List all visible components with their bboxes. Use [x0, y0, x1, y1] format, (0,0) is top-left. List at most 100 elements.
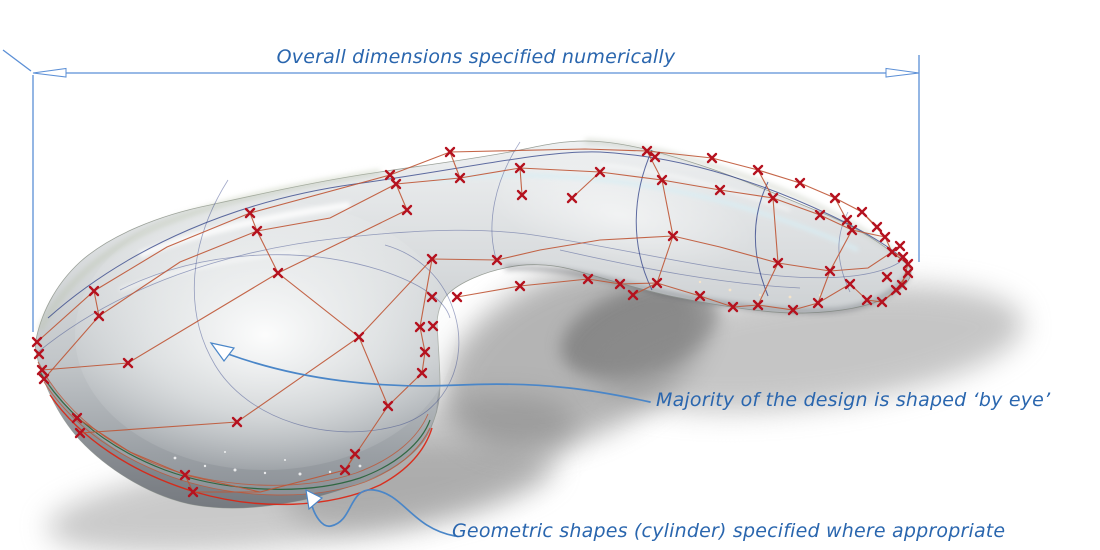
control-point-x-icon [641, 145, 653, 157]
by-eye-arrowhead-icon [209, 342, 236, 363]
control-point-x-icon [419, 346, 431, 358]
control-point-x-icon [902, 267, 914, 279]
control-point-x-icon [426, 253, 438, 265]
control-polygon-segment [93, 290, 100, 317]
control-point-x-icon [706, 152, 718, 164]
control-point-x-icon [244, 207, 256, 219]
control-polygon-segment [41, 209, 408, 371]
control-point-x-icon [752, 164, 764, 176]
control-point-x-icon [33, 348, 45, 360]
control-point-x-icon [886, 246, 898, 258]
by-eye-leader [209, 342, 651, 403]
control-point-x-icon [627, 289, 639, 301]
control-point-x-icon [414, 321, 426, 333]
control-point-x-icon [582, 273, 594, 285]
bulb-side-band [35, 345, 440, 509]
control-point-x-icon [272, 267, 284, 279]
control-polygon-segment [79, 258, 433, 434]
control-polygon-segment [449, 151, 461, 179]
control-point-x-icon [649, 151, 661, 163]
control-point-x-icon [667, 230, 679, 242]
control-point-x-icon [861, 294, 873, 306]
control-point-x-icon [856, 206, 868, 218]
control-point-x-icon [767, 192, 779, 204]
control-polygon-segment [817, 197, 853, 304]
control-point-x-icon [426, 291, 438, 303]
control-point-x-icon [514, 280, 526, 292]
control-point-x-icon [881, 271, 893, 283]
control-point-x-icon [71, 412, 83, 424]
control-point-x-icon [390, 178, 402, 190]
control-point-x-icon [454, 172, 466, 184]
control-point-x-icon [846, 224, 858, 236]
saddle-highlight [487, 156, 753, 274]
specular-streak-2 [119, 250, 301, 292]
control-point-x-icon [451, 291, 463, 303]
control-point-x-icon [752, 299, 764, 311]
dimension-annotation-graphics [2, 49, 920, 332]
control-point-x-icon [787, 304, 799, 316]
control-point-x-icon [876, 296, 888, 308]
control-point-x-icon [727, 301, 739, 313]
control-point-x-icon [694, 290, 706, 302]
control-polygon-segment [36, 148, 878, 343]
rim-control-line-2 [43, 381, 431, 496]
cylinder-arrowhead-icon [305, 488, 324, 511]
cyan-reflection-streak [429, 173, 859, 252]
control-point-x-icon [841, 214, 853, 226]
control-point-x-icon [88, 285, 100, 297]
control-point-x-icon [516, 189, 528, 201]
control-point-x-icon [122, 357, 134, 369]
control-point-x-icon [594, 166, 606, 178]
control-point-x-icon [416, 367, 428, 379]
control-polygon-segment [431, 235, 904, 272]
control-point-x-icon [339, 464, 351, 476]
control-point-x-icon [384, 169, 396, 181]
rim-edge-red [49, 394, 433, 506]
control-point-x-icon [349, 448, 361, 460]
control-point-x-icon [382, 400, 394, 412]
control-point-x-icon [714, 184, 726, 196]
edge-tint-tail [584, 139, 897, 254]
control-point-x-icon [401, 204, 413, 216]
left-arrowhead-icon [32, 67, 67, 78]
drop-shadow [46, 260, 1024, 550]
control-point-x-icon [812, 297, 824, 309]
control-point-x-icon [890, 284, 902, 296]
control-point-x-icon [251, 225, 263, 237]
by-eye-annotation: Majority of the design is shaped ‘by eye… [656, 389, 1051, 411]
control-point-x-icon [38, 373, 50, 385]
control-polygon-segment [757, 169, 779, 306]
control-point-x-icon [772, 257, 784, 269]
control-point-x-icon [353, 331, 365, 343]
control-points [31, 145, 914, 498]
control-point-x-icon [36, 364, 48, 376]
control-point-x-icon [93, 310, 105, 322]
control-point-x-icon [894, 240, 906, 252]
control-point-x-icon [179, 469, 191, 481]
control-point-x-icon [844, 278, 856, 290]
control-point-x-icon [879, 231, 891, 243]
control-point-x-icon [829, 192, 841, 204]
control-point-x-icon [231, 416, 243, 428]
cylinder-leader [305, 488, 456, 537]
control-point-x-icon [814, 209, 826, 221]
control-point-x-icon [74, 427, 86, 439]
left-corner-overshoot [2, 49, 32, 72]
cylinder-annotation: Geometric shapes (cylinder) specified wh… [452, 520, 1006, 542]
control-point-x-icon [614, 278, 626, 290]
control-polygon-segment [646, 150, 674, 284]
specular-streak-3 [599, 163, 791, 212]
control-point-x-icon [444, 146, 456, 158]
rim-control-line-1 [37, 361, 429, 486]
control-point-x-icon [902, 258, 914, 270]
specular-streak-1 [138, 201, 351, 259]
control-point-x-icon [871, 221, 883, 233]
control-polygon-segment [519, 167, 523, 196]
control-point-x-icon [794, 177, 806, 189]
control-point-x-icon [824, 265, 836, 277]
control-point-x-icon [187, 486, 199, 498]
rim-edge-green [39, 371, 431, 490]
